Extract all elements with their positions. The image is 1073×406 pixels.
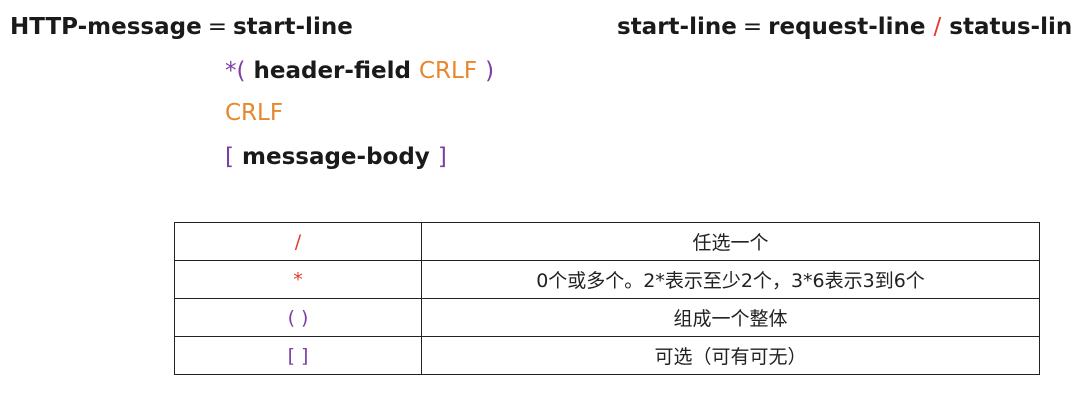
meaning-cell: 组成一个整体 bbox=[421, 298, 1040, 337]
grammar-line-2: *( header-field CRLF ) bbox=[225, 56, 494, 86]
grammar-line-4: [ message-body ] bbox=[225, 142, 447, 172]
table-row: * 0个或多个。2*表示至少2个，3*6表示3到6个 bbox=[174, 260, 1040, 299]
symbol-cell: / bbox=[174, 222, 422, 261]
meaning-cell: 任选一个 bbox=[421, 222, 1040, 261]
message-body-term: message-body bbox=[242, 144, 430, 170]
equals-sign: = bbox=[207, 14, 227, 40]
open-paren: ( bbox=[236, 58, 246, 84]
grammar-line-1: HTTP-message=start-line bbox=[10, 12, 353, 42]
meaning-cell: 0个或多个。2*表示至少2个，3*6表示3到6个 bbox=[421, 260, 1040, 299]
legend-table: / 任选一个 * 0个或多个。2*表示至少2个，3*6表示3到6个 ( ) 组成… bbox=[174, 222, 1040, 375]
start-line-definition: start-line=request-line / status-line bbox=[617, 12, 1073, 42]
close-paren: ) bbox=[485, 58, 495, 84]
meaning-cell: 可选（可有可无） bbox=[421, 336, 1040, 375]
grammar-line-3: CRLF bbox=[225, 98, 283, 128]
start-line-term: start-line bbox=[232, 14, 353, 40]
equals-sign-2: = bbox=[742, 14, 763, 40]
star-operator: * bbox=[225, 58, 237, 84]
start-line-lhs: start-line bbox=[617, 14, 737, 40]
table-row: [ ] 可选（可有可无） bbox=[174, 336, 1040, 375]
crlf-term-2: CRLF bbox=[225, 100, 284, 126]
table-row: / 任选一个 bbox=[174, 222, 1040, 261]
request-line-term: request-line bbox=[768, 14, 926, 40]
header-field-term: header-field bbox=[253, 58, 411, 84]
symbol-cell: * bbox=[174, 260, 422, 299]
crlf-term: CRLF bbox=[418, 58, 478, 84]
http-message-term: HTTP-message bbox=[10, 14, 202, 40]
table-row: ( ) 组成一个整体 bbox=[174, 298, 1040, 337]
symbol-cell: ( ) bbox=[174, 298, 422, 337]
symbol-cell: [ ] bbox=[174, 336, 422, 375]
alternative-slash: / bbox=[933, 14, 942, 40]
open-bracket: [ bbox=[225, 144, 234, 170]
close-bracket: ] bbox=[437, 144, 447, 170]
status-line-term: status-line bbox=[949, 14, 1073, 40]
